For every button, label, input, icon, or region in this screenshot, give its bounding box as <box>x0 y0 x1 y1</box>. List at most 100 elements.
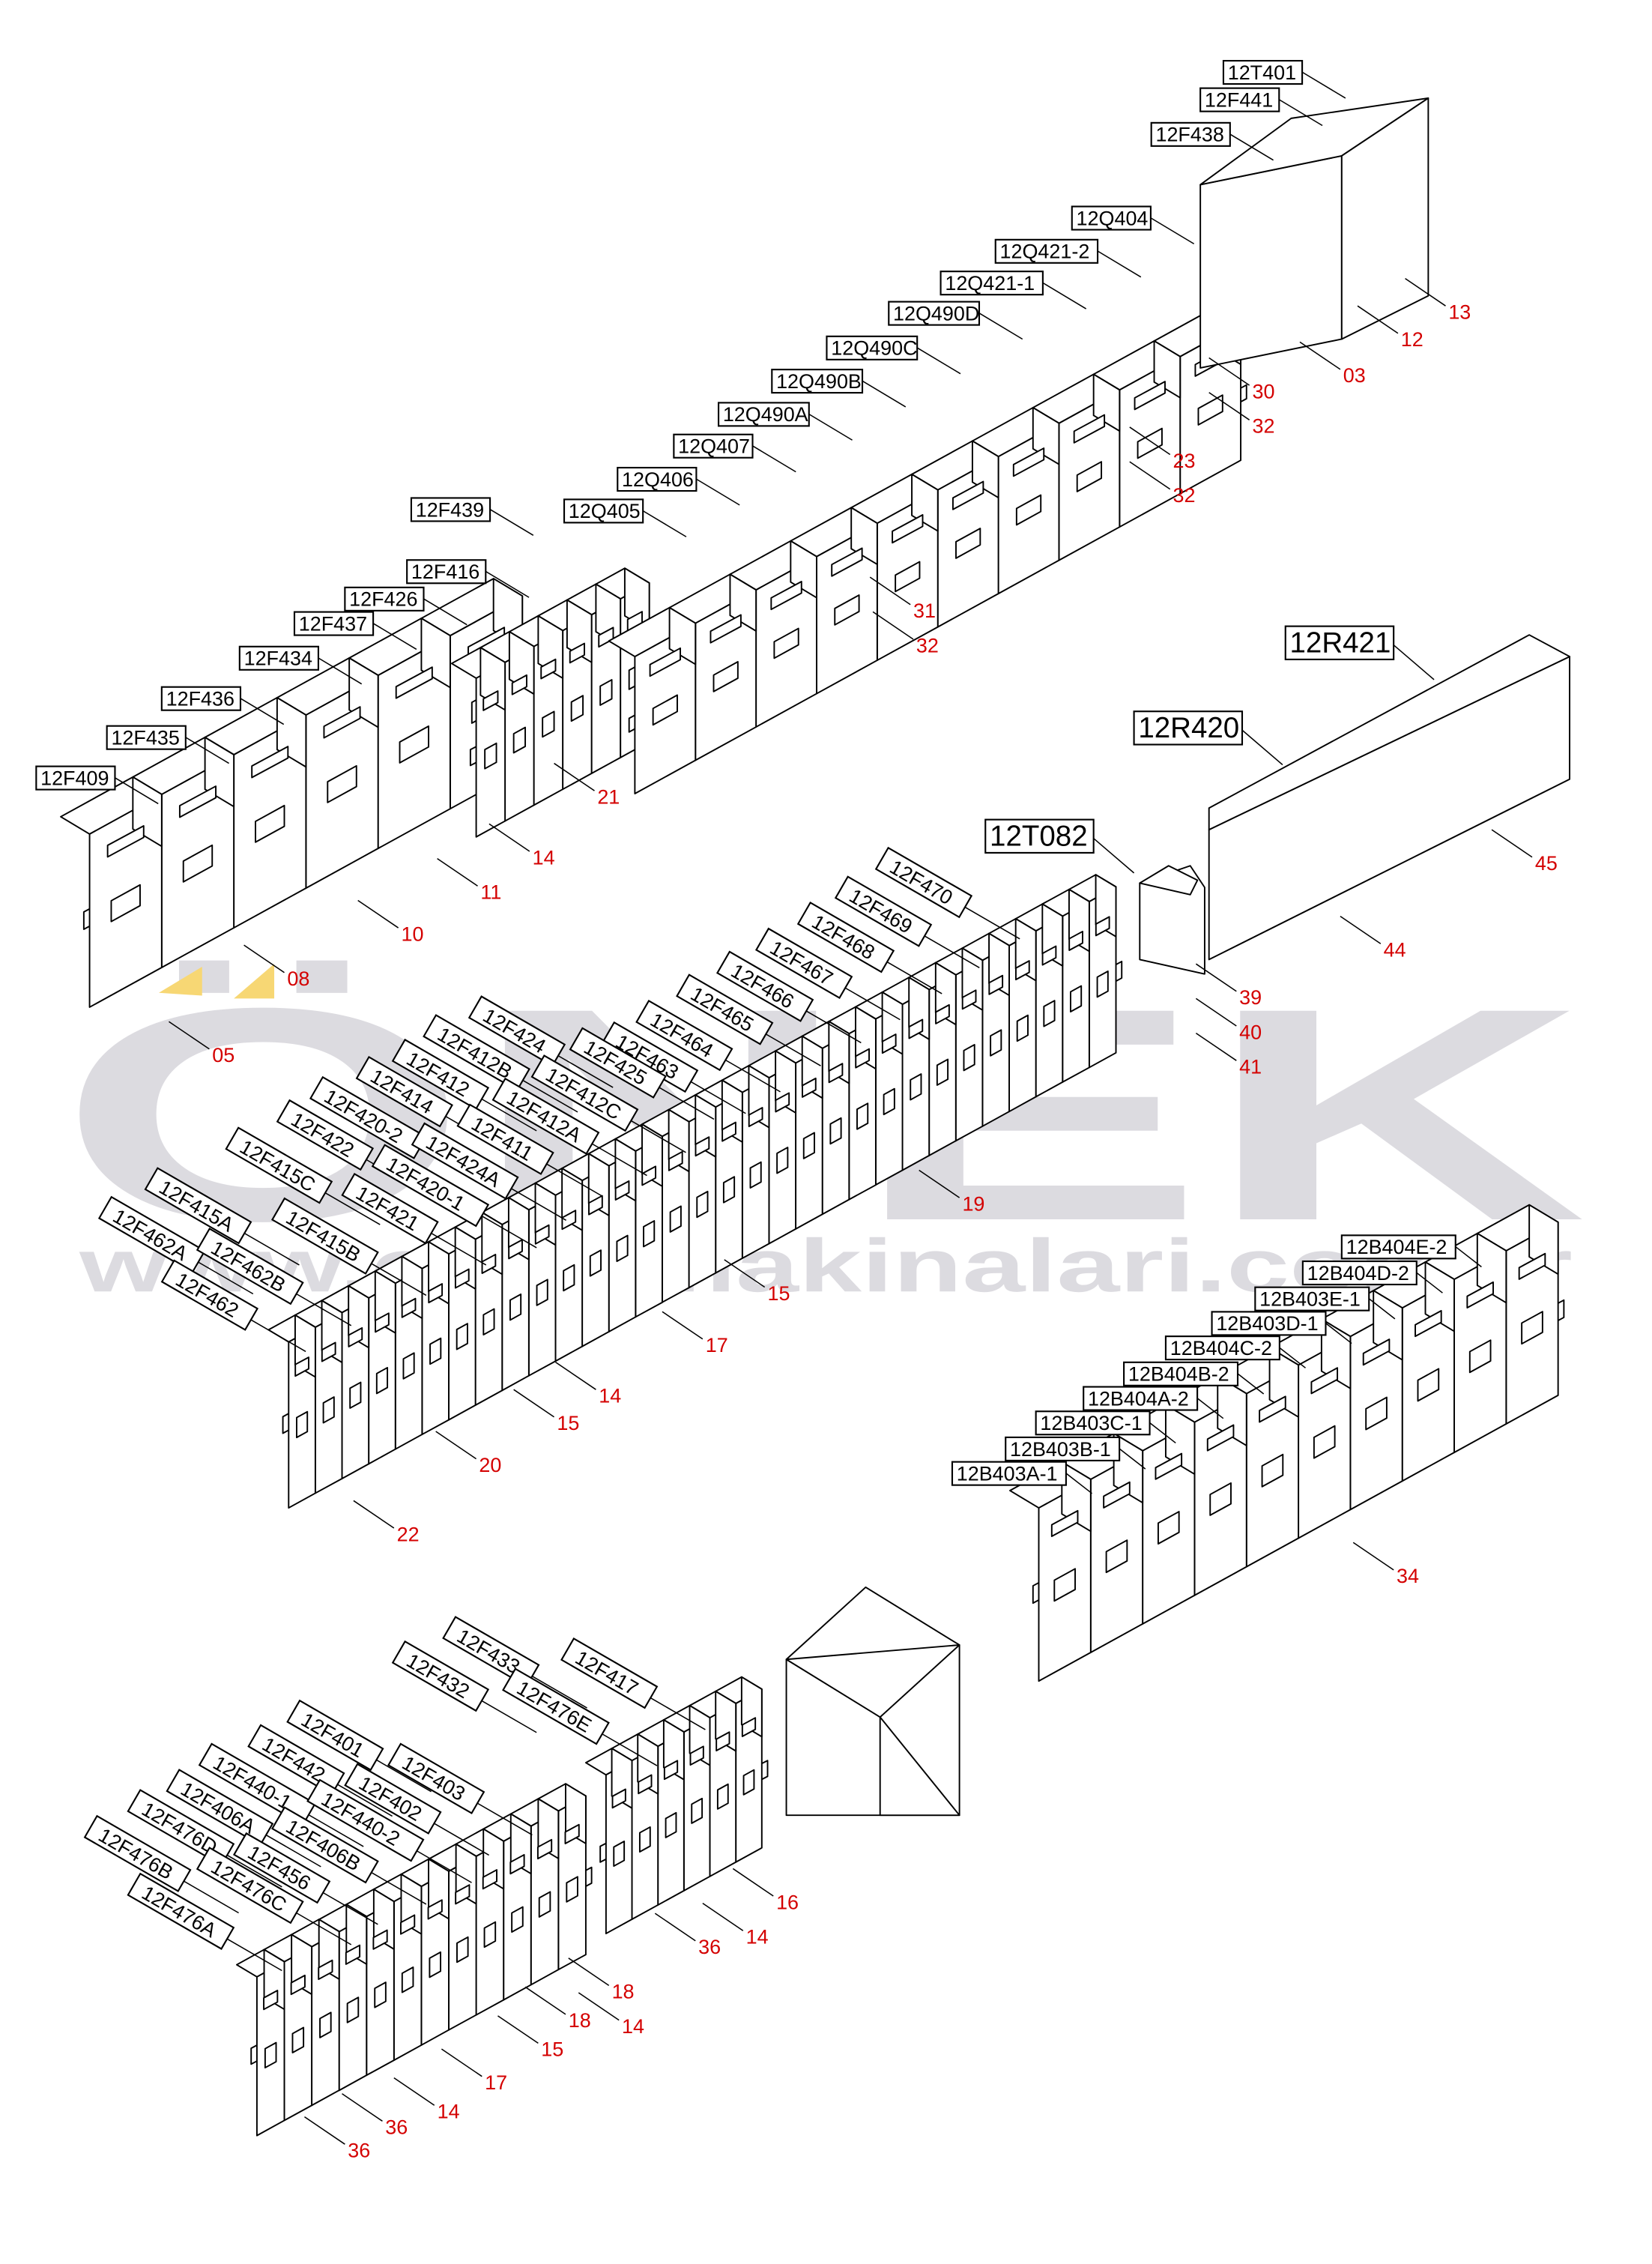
callout-number: 14 <box>622 2015 644 2038</box>
leader-line <box>489 509 534 536</box>
middle-mcb-rail-module <box>348 1270 396 1465</box>
leader-line <box>1241 729 1283 766</box>
leader-line <box>546 1163 602 1197</box>
contactor-group-module <box>668 573 757 761</box>
leader-line <box>1119 1448 1146 1470</box>
leader-line <box>808 413 853 441</box>
device-label-large: 12R421 <box>1284 625 1395 660</box>
callout-number: 10 <box>401 923 423 945</box>
leader-line <box>1278 99 1323 127</box>
callout-number: 14 <box>533 846 555 869</box>
middle-mcb-rail-module <box>695 1079 743 1274</box>
callout-number: 14 <box>746 1926 769 1948</box>
leader-line <box>1237 1373 1265 1395</box>
device-label-text: 12F438 <box>1155 124 1223 146</box>
device-label-text: 12F416 <box>411 561 479 583</box>
callout-leader <box>732 1868 774 1897</box>
middle-mcb-rail-module <box>855 991 904 1186</box>
middle-mcb-rail-module <box>881 976 931 1171</box>
leader-line <box>226 1854 282 1888</box>
mcb-label: 12F476E <box>502 1667 610 1745</box>
leader-line <box>485 570 530 598</box>
device-label: 12F436 <box>160 686 242 711</box>
callout-number: 08 <box>287 968 309 990</box>
leader-line <box>226 1938 282 1972</box>
device-label-text: 12F435 <box>111 727 179 749</box>
callout-number: 17 <box>485 2071 507 2094</box>
device-label: 12Q421-1 <box>940 271 1044 296</box>
side-mcb-group-module <box>662 1704 711 1892</box>
contactor-group-module <box>911 440 999 628</box>
callout-leader <box>437 857 478 887</box>
callout-leader <box>568 1957 610 1987</box>
module-label: 12B403E-1 <box>1254 1286 1370 1311</box>
callout-leader <box>435 1431 477 1460</box>
leader-line <box>964 906 1020 940</box>
callout-number: 40 <box>1239 1021 1262 1043</box>
callout-leader <box>1129 426 1171 456</box>
module-label-text: 12B404B-2 <box>1128 1363 1229 1386</box>
callout-number: 18 <box>569 2009 591 2032</box>
leader-line <box>557 1055 614 1088</box>
terminal-board-12R420-12R421 <box>1208 634 1571 961</box>
leader-line <box>602 1733 658 1766</box>
lower-mcb-rail <box>235 1783 593 2137</box>
side-mcb-group-module <box>689 1690 737 1877</box>
side-mcb-group <box>584 1676 769 1935</box>
callout-number: 32 <box>1252 415 1274 438</box>
device-label: 12F441 <box>1199 87 1280 112</box>
module-label-text: 12B403C-1 <box>1040 1412 1142 1434</box>
leader-line <box>296 1912 352 1945</box>
module-label-text: 12B403D-1 <box>1216 1312 1318 1335</box>
transformer-12T401 <box>1199 97 1429 369</box>
callout-leader <box>662 1311 704 1340</box>
callout-number: 32 <box>916 634 939 656</box>
leader-line <box>916 347 961 375</box>
relay-module-group-module <box>1009 1461 1092 1682</box>
leader-line <box>308 1814 364 1847</box>
leader-line <box>862 380 907 408</box>
module-label: 12B404B-2 <box>1123 1361 1239 1386</box>
leader-line <box>371 1871 427 1905</box>
module-label: 12B404A-2 <box>1083 1386 1199 1411</box>
device-label-text: 12Q490C <box>831 337 917 360</box>
callout-leader <box>353 1500 395 1529</box>
lower-mcb-rail-module <box>482 1813 532 2001</box>
callout-leader <box>357 899 399 929</box>
device-label-text: 12Q407 <box>678 435 750 458</box>
callout-leader <box>919 1169 960 1198</box>
small-breaker-group <box>450 567 656 838</box>
leader-line <box>185 737 229 764</box>
device-label-text: 12T401 <box>1228 61 1296 84</box>
leader-line <box>481 1215 537 1249</box>
device-label-text: 12F426 <box>349 588 417 611</box>
module-label: 12B404C-2 <box>1164 1335 1280 1361</box>
mcb-label-text: 12F476E <box>513 1676 596 1737</box>
leader-line <box>265 1834 321 1868</box>
leader-line <box>1325 1323 1352 1344</box>
side-mcb-group-module <box>611 1733 659 1920</box>
device-label: 12Q490A <box>717 402 810 427</box>
callout-leader <box>497 2015 539 2044</box>
callout-number: 11 <box>480 881 501 904</box>
callout-leader <box>702 1903 744 1931</box>
device-label-text: 12Q490D <box>893 302 979 324</box>
contactor-group-module <box>971 406 1060 595</box>
middle-mcb-rail-module <box>934 947 984 1142</box>
middle-mcb-rail-module <box>294 1299 343 1494</box>
relay-module-group-module <box>1424 1232 1507 1454</box>
device-label: 12Q404 <box>1071 205 1152 231</box>
leader-line <box>1393 645 1435 680</box>
callout-number: 17 <box>706 1334 728 1356</box>
middle-mcb-rail-module <box>1041 888 1090 1083</box>
leader-line <box>1279 1347 1306 1368</box>
callout-number: 22 <box>397 1523 420 1545</box>
leader-line <box>690 1081 746 1114</box>
device-label: 12F434 <box>238 645 320 671</box>
callout-leader <box>1208 392 1250 420</box>
device-label-text: 12Q421-1 <box>945 272 1035 295</box>
middle-mcb-rail-module <box>267 1314 316 1509</box>
middle-mcb-rail-module <box>668 1094 717 1289</box>
device-label: 12F426 <box>344 586 425 612</box>
